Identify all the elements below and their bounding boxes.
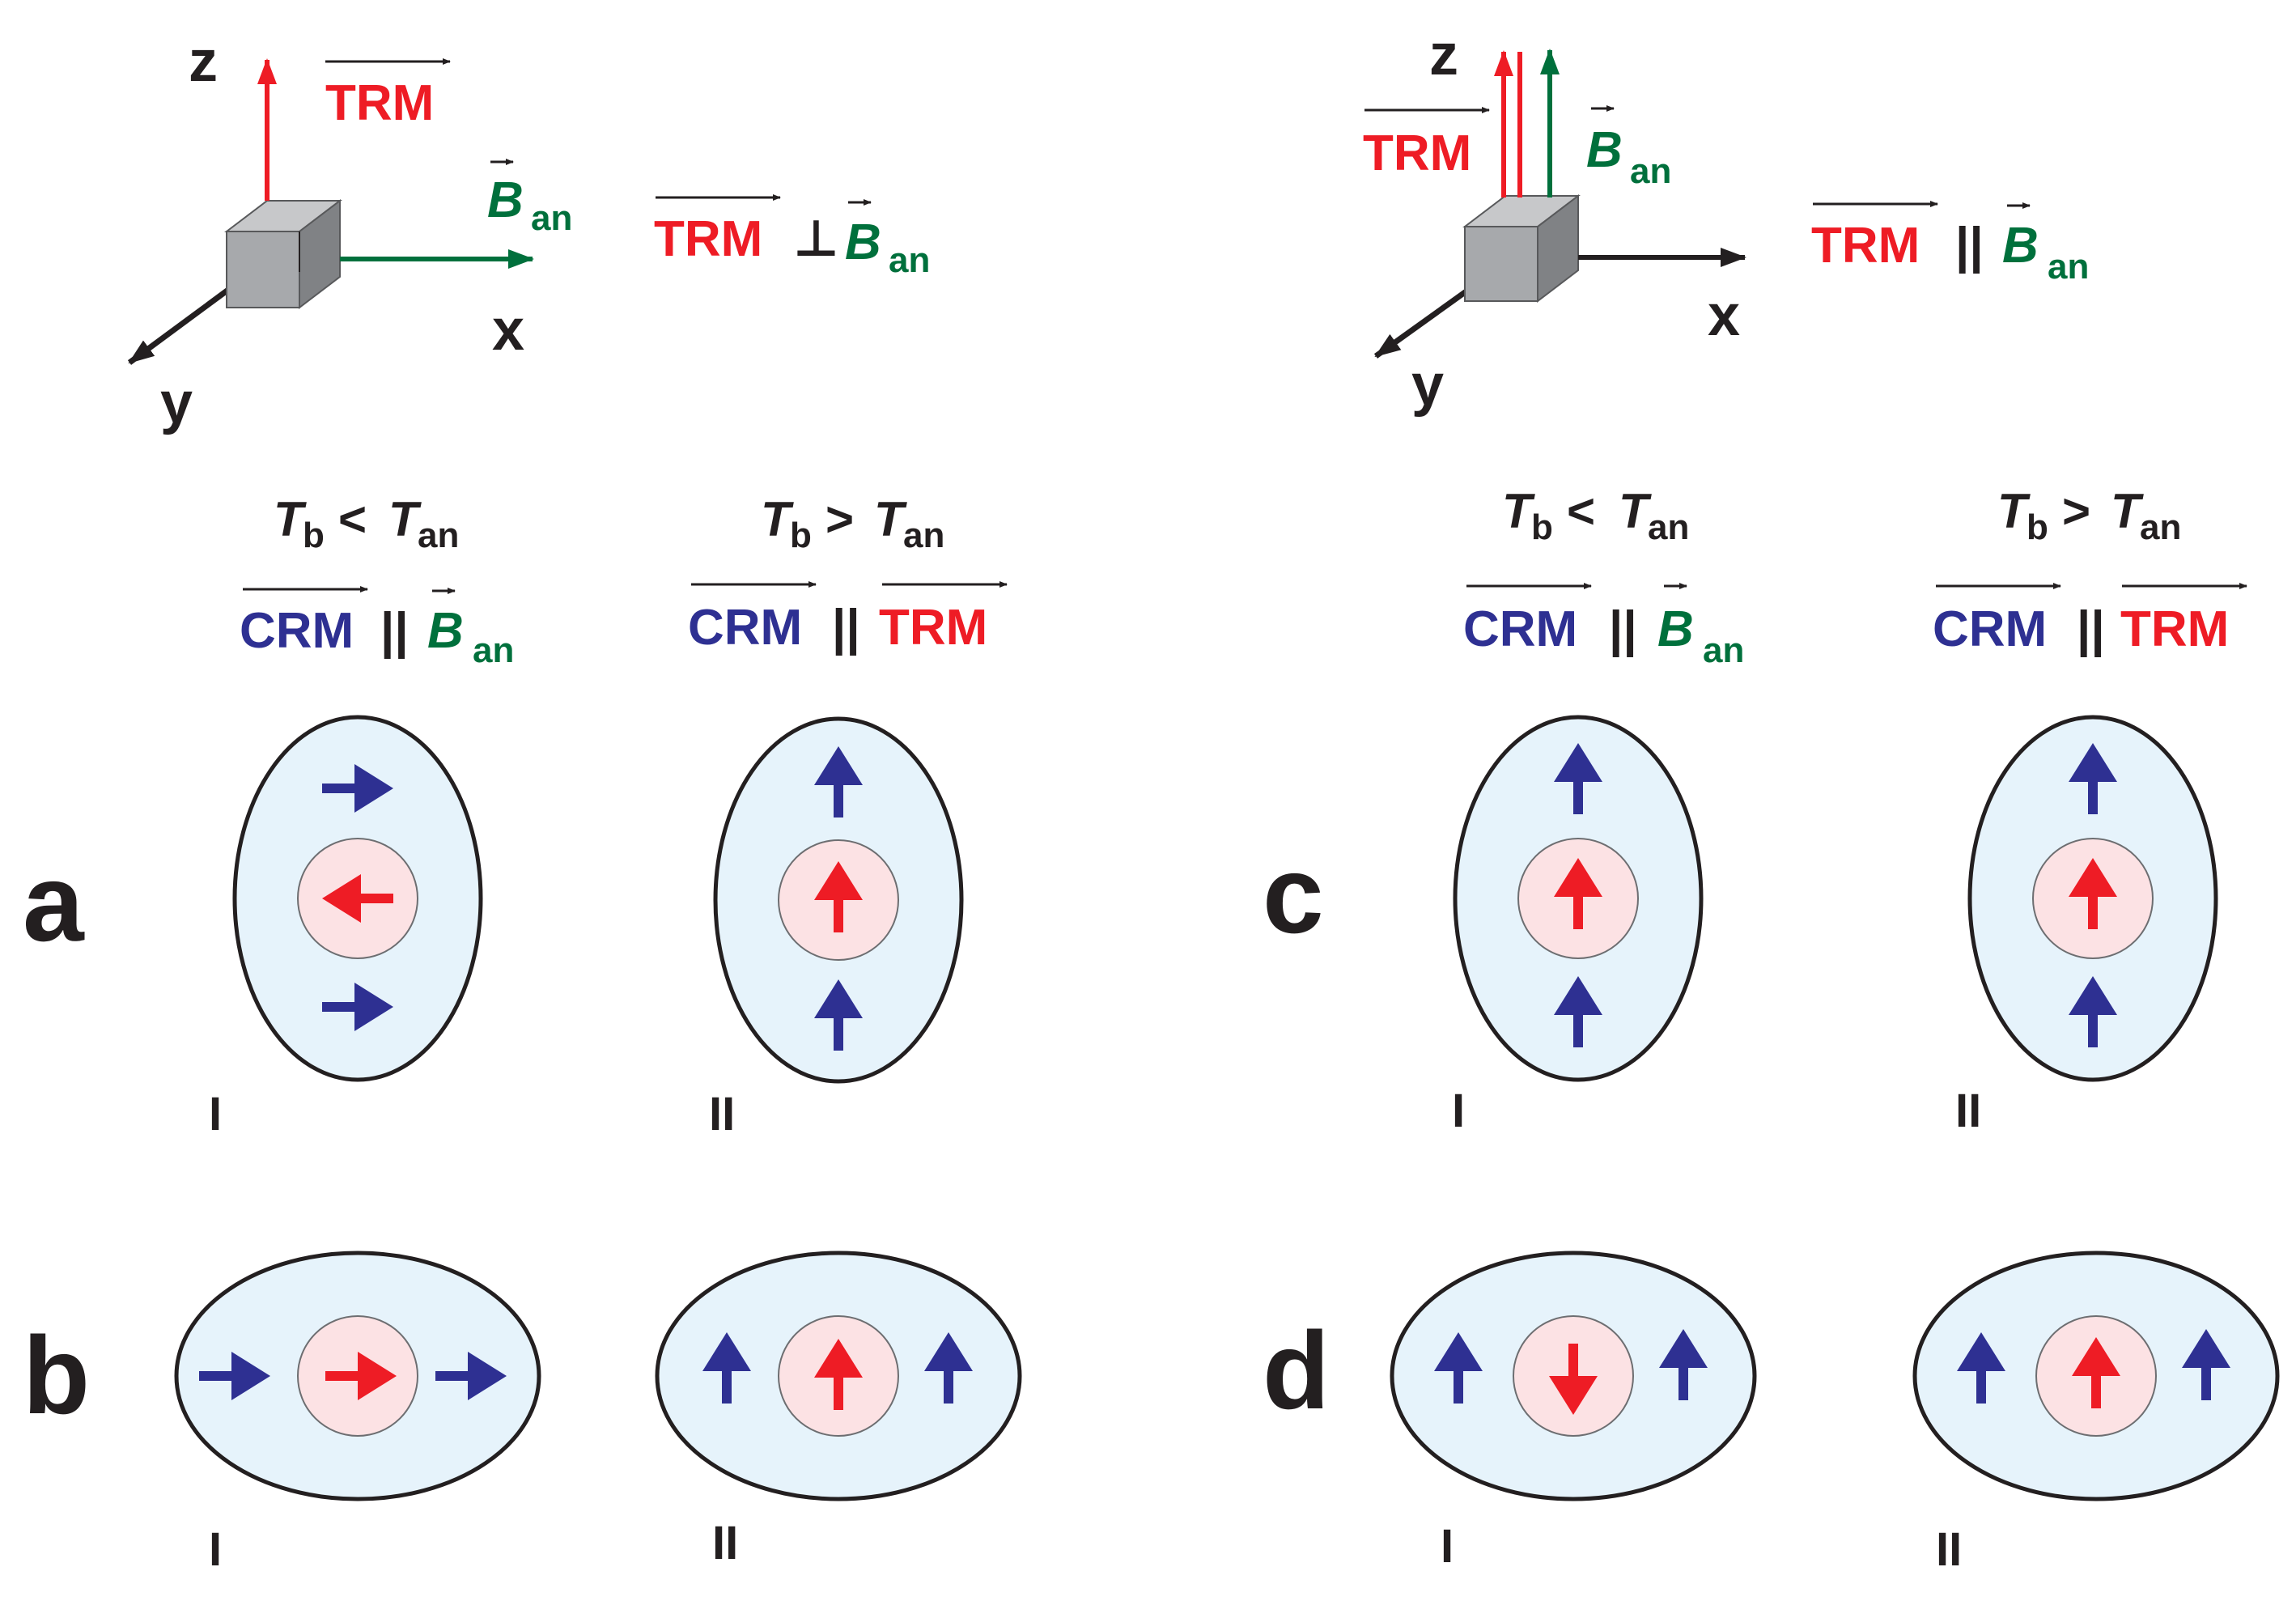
case-label-b-II: II <box>712 1517 738 1569</box>
svg-text:<: < <box>338 492 367 546</box>
grain-a-I <box>232 715 483 1082</box>
grain-d-I <box>1390 1251 1757 1501</box>
svg-text:CRM: CRM <box>240 603 354 659</box>
svg-text:b: b <box>1531 507 1553 547</box>
axis-label-y-2: y <box>1411 353 1444 418</box>
axis-label-z: z <box>189 29 218 94</box>
svg-text:T: T <box>1997 484 2031 538</box>
case-label-b-I: I <box>209 1523 222 1576</box>
case-label-c-II: II <box>1955 1085 1981 1137</box>
y-axis-line-2 <box>1373 284 1475 359</box>
case-label-a-II: II <box>709 1088 735 1140</box>
grain-c-I <box>1453 715 1704 1082</box>
svg-text:an: an <box>418 516 459 555</box>
relation-b: B <box>845 214 881 270</box>
axis-label-z-2: z <box>1429 23 1458 87</box>
relation-perpendicular: TRM ⊥ B an <box>654 194 930 280</box>
svg-text:CRM: CRM <box>688 600 802 656</box>
svg-text:TRM: TRM <box>879 600 987 656</box>
svg-text:T: T <box>761 492 794 546</box>
header-col4: T b > T an CRM || TRM <box>1933 484 2247 658</box>
axes-parallel: z x y TRM B an <box>1363 23 1746 418</box>
svg-text:CRM: CRM <box>1933 601 2047 657</box>
svg-text:>: > <box>2062 484 2090 538</box>
relation-b-subscript: an <box>889 240 930 280</box>
svg-text:b: b <box>2027 507 2048 547</box>
svg-text:||: || <box>380 603 409 660</box>
header-col2: T b > T an CRM || TRM <box>688 492 1008 656</box>
grain-b-II <box>655 1251 1022 1501</box>
case-label-a-I: I <box>209 1088 222 1140</box>
panel-letter-b: b <box>23 1314 90 1437</box>
grain-b-I <box>174 1251 541 1501</box>
svg-text:||: || <box>832 600 860 656</box>
grain-a-II <box>713 716 964 1084</box>
svg-text:an: an <box>1703 631 1744 670</box>
svg-text:an: an <box>903 516 944 555</box>
grain-cube-icon-2 <box>1462 193 1581 304</box>
svg-text:b: b <box>303 516 325 555</box>
svg-text:an: an <box>2140 507 2181 547</box>
panel-letter-c: c <box>1263 833 1324 956</box>
svg-text:an: an <box>473 631 514 670</box>
grain-cube-icon <box>224 198 342 310</box>
axis-label-x: x <box>492 298 524 363</box>
axis-label-y: y <box>160 371 193 435</box>
header-col1: T b < T an CRM || B an <box>240 492 514 670</box>
svg-text:T: T <box>1619 484 1652 538</box>
svg-text:TRM: TRM <box>2120 601 2229 657</box>
svg-text:T: T <box>388 492 422 546</box>
axes-perpendicular: z x y TRM B an <box>127 29 572 435</box>
y-axis-line <box>127 287 231 365</box>
panel-letter-d: d <box>1263 1309 1330 1432</box>
svg-text:CRM: CRM <box>1463 601 1577 657</box>
svg-text:B: B <box>1657 601 1694 657</box>
relation-parallel: TRM || B an <box>1811 201 2089 287</box>
relation-parallel-symbol: || <box>1955 218 1984 274</box>
grain-d-II <box>1912 1251 2280 1501</box>
svg-text:<: < <box>1567 484 1595 538</box>
axis-label-x-2: x <box>1708 283 1740 348</box>
svg-text:b: b <box>790 516 812 555</box>
svg-text:T: T <box>274 492 307 546</box>
relation-b-subscript-2: an <box>2048 247 2089 287</box>
header-col3: T b < T an CRM || B an <box>1463 484 1744 670</box>
trm-label: TRM <box>325 75 434 131</box>
b-field-subscript: an <box>531 198 572 238</box>
svg-text:||: || <box>1609 601 1637 658</box>
svg-text:T: T <box>1502 484 1535 538</box>
trm-label-2: TRM <box>1363 125 1471 181</box>
case-label-c-I: I <box>1452 1085 1465 1137</box>
b-field-subscript-2: an <box>1630 151 1671 191</box>
case-label-d-II: II <box>1936 1523 1962 1576</box>
grain-c-II <box>1967 715 2218 1082</box>
svg-text:T: T <box>2111 484 2144 538</box>
svg-text:B: B <box>427 603 464 659</box>
b-field-label: B <box>487 172 524 228</box>
svg-text:>: > <box>825 492 854 546</box>
panel-letter-a: a <box>23 841 85 964</box>
relation-trm-2: TRM <box>1811 218 1920 274</box>
svg-text:T: T <box>874 492 907 546</box>
relation-trm: TRM <box>654 211 762 267</box>
case-label-d-I: I <box>1441 1520 1454 1573</box>
svg-text:||: || <box>2077 601 2105 658</box>
relation-perp-symbol: ⊥ <box>793 211 839 267</box>
b-field-label-2: B <box>1586 122 1623 178</box>
relation-b-2: B <box>2002 218 2039 274</box>
svg-text:an: an <box>1648 507 1689 547</box>
